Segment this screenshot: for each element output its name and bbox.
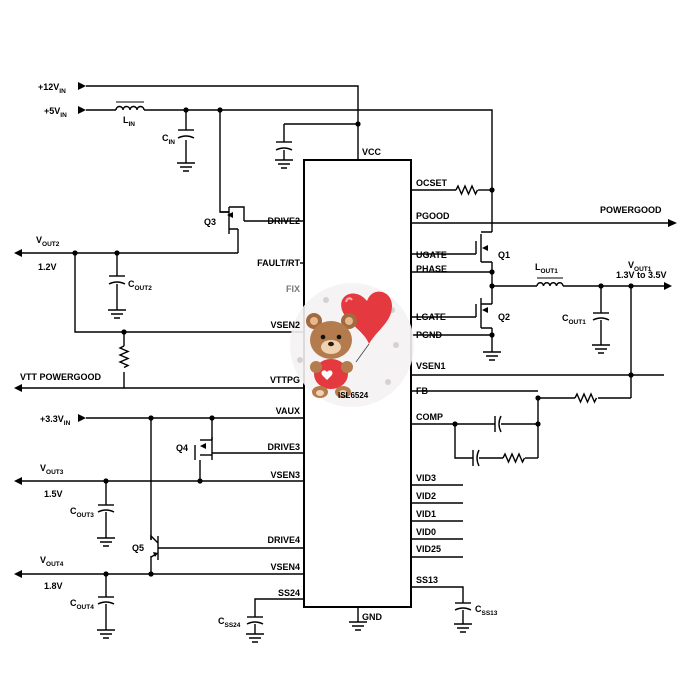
capacitor-cout1 [592,312,610,321]
labels: +12VIN +5VIN +3.3VIN LIN CIN LOUT1 COUT1… [20,82,667,629]
wires [22,85,668,634]
pin-drive4: DRIVE4 [267,535,300,545]
bjt-q5 [150,534,159,560]
pin-vid3: VID3 [416,473,436,483]
inductor-lin [115,101,145,111]
pin-vsen3: VSEN3 [270,470,300,480]
resistor-ocset [455,184,479,196]
label-q1: Q1 [498,250,510,260]
label-cout1: COUT1 [562,313,586,326]
label-q5: Q5 [132,543,144,553]
pin-drive2: DRIVE2 [267,216,300,226]
inductor-lout1 [536,277,564,287]
label-cout3: COUT3 [70,506,94,519]
output-arrows [14,219,677,578]
label-vtt-powergood: VTT POWERGOOD [20,372,102,382]
capacitor-vcc-decoupling [275,141,293,151]
mosfet-q3 [220,206,245,234]
label-3v3-in: +3.3VIN [40,414,71,427]
pin-vid2: VID2 [416,491,436,501]
junction-dots [72,107,634,577]
pin-vcc: VCC [362,147,382,157]
teddy-bear-heart-balloon-sticker-icon [290,283,414,407]
capacitor-cin [177,129,195,139]
capacitor-comp-1 [494,415,502,433]
pin-vid1: VID1 [416,509,436,519]
capacitor-css13 [454,602,472,611]
label-powergood: POWERGOOD [600,205,662,215]
pin-vsen4: VSEN4 [270,562,300,572]
label-vout4-value: 1.8V [44,581,63,591]
label-lout1: LOUT1 [535,262,558,275]
pin-lgate: LGATE [416,312,446,322]
resistor-vtt-pullup [118,345,130,369]
pin-phase: PHASE [416,264,447,274]
capacitor-css24 [246,616,264,625]
capacitor-cout3 [97,504,115,513]
pin-vaux: VAUX [276,406,300,416]
label-vout1-range: 1.3V to 3.5V [616,270,667,280]
resistor-comp [502,452,526,464]
ground-symbols [97,159,610,643]
label-lin: LIN [123,115,135,128]
label-css13: CSS13 [475,604,498,617]
pin-ss24: SS24 [278,588,300,598]
label-css24: CSS24 [218,616,241,629]
pin-pgnd: PGND [416,330,443,340]
label-q4: Q4 [176,443,188,453]
mosfet-q1 [475,231,492,263]
mosfet-q2 [475,298,492,329]
pin-gnd: GND [362,612,383,622]
pin-vttpg: VTTPG [270,375,300,385]
label-vout3: VOUT3 [40,463,64,476]
label-12v-in: +12VIN [38,82,66,95]
pin-ss13: SS13 [416,575,438,585]
label-vout2: VOUT2 [36,235,60,248]
pin-fb: FB [416,386,428,396]
label-cout4: COUT4 [70,598,94,611]
capacitor-cout4 [97,596,115,605]
pin-vsen2: VSEN2 [270,320,300,330]
label-cout2: COUT2 [128,279,152,292]
chip-name: ISL6524 [338,391,369,400]
pin-pgood: PGOOD [416,211,450,221]
pin-drive3: DRIVE3 [267,442,300,452]
pin-fix: FIX [286,284,300,294]
label-cin: CIN [162,133,175,146]
resistor-fb [574,392,598,404]
pin-ugate: UGATE [416,250,447,260]
pin-vid25: VID25 [416,544,441,554]
capacitor-comp-2 [472,449,480,467]
label-vout4: VOUT4 [40,555,64,568]
pin-vid0: VID0 [416,527,436,537]
input-arrows [78,82,86,422]
capacitor-cout2 [108,275,126,285]
label-vout3-value: 1.5V [44,489,63,499]
label-vout2-value: 1.2V [38,262,57,272]
pin-comp: COMP [416,412,443,422]
label-5v-in: +5VIN [44,106,67,119]
label-vout1: VOUT1 [628,260,652,273]
pin-ocset: OCSET [416,178,448,188]
pin-vsen1: VSEN1 [416,361,446,371]
mosfet-q4 [200,443,206,449]
label-q2: Q2 [498,312,510,322]
pin-fault-rt: FAULT/RT [257,258,300,268]
label-q3: Q3 [204,217,216,227]
